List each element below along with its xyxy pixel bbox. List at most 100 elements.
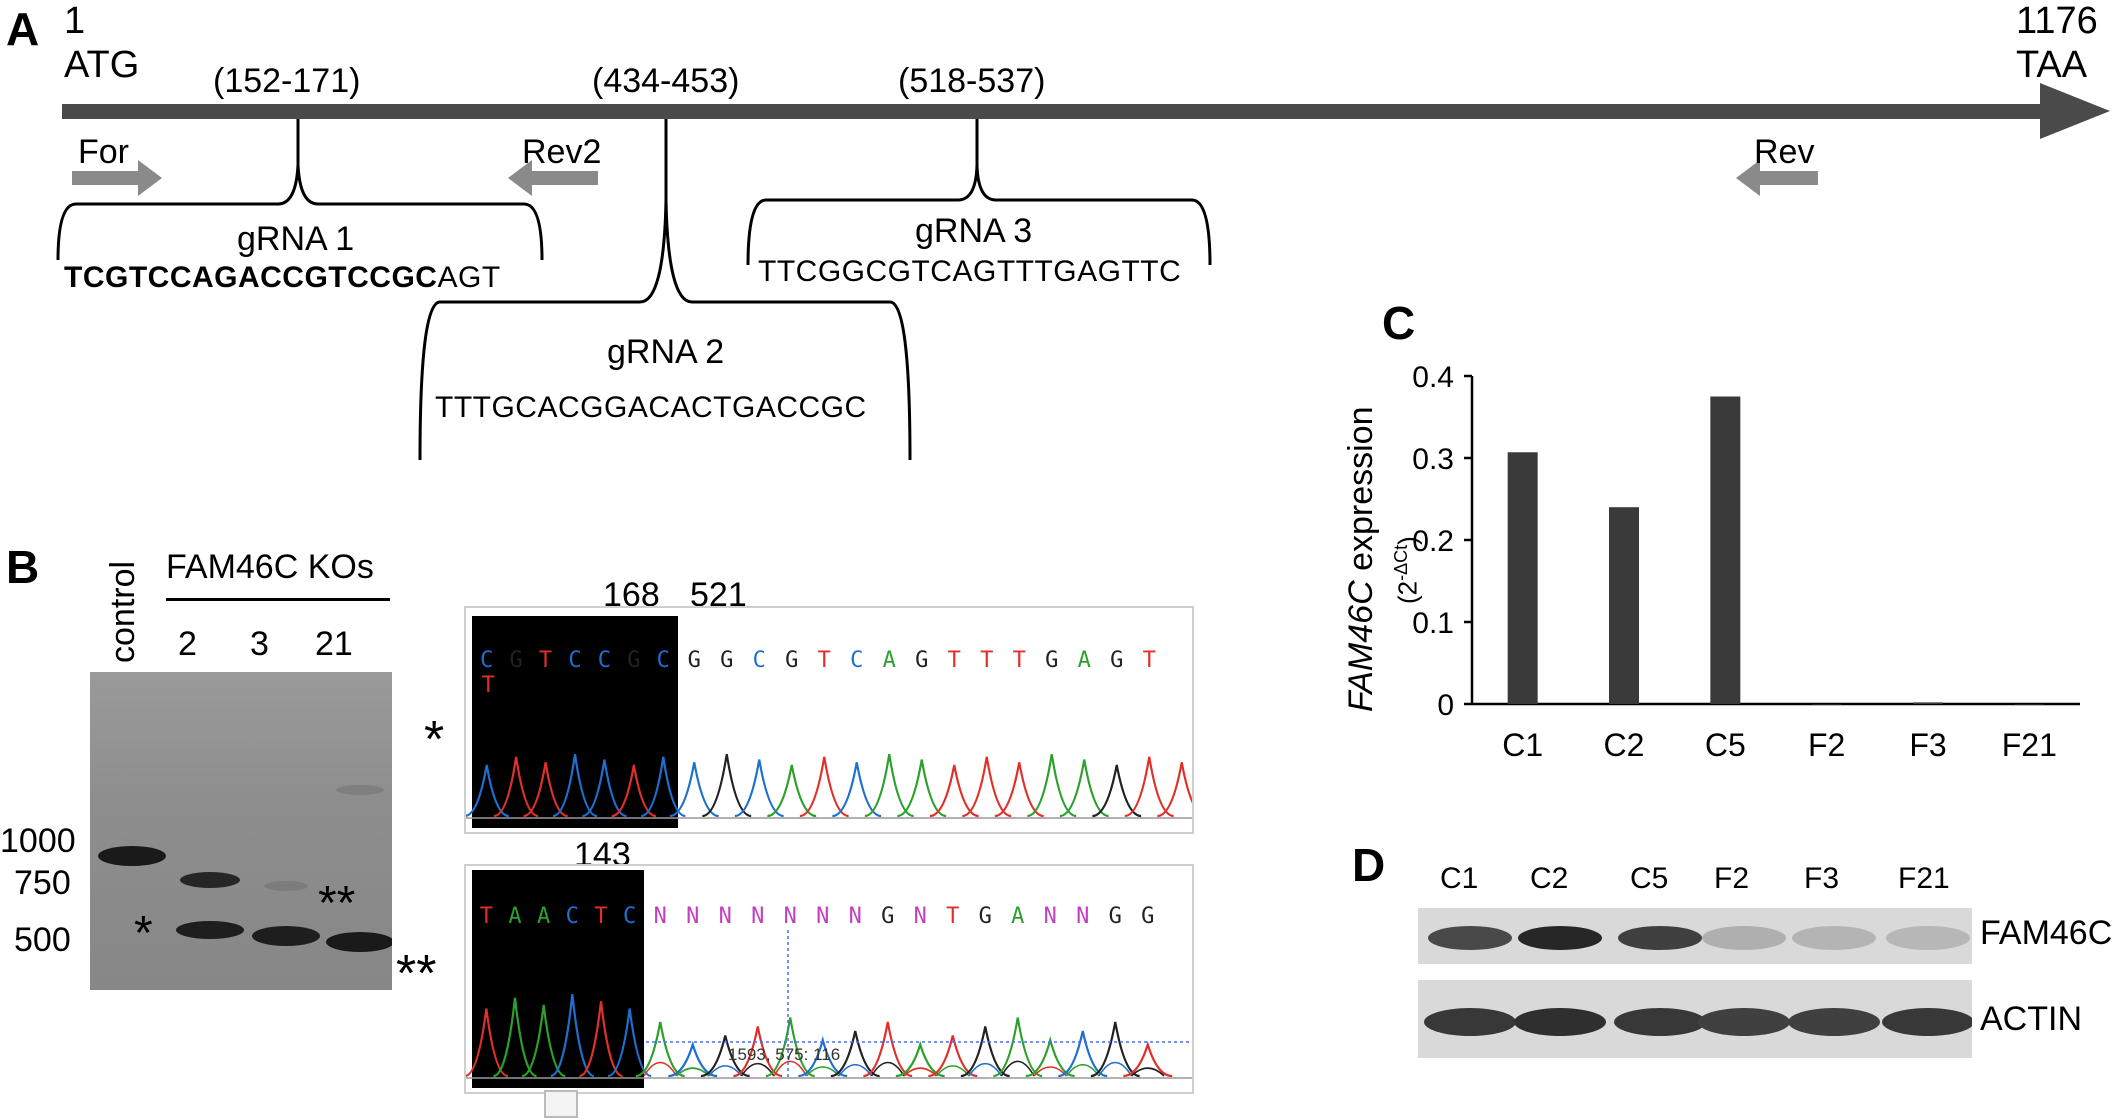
base-call: G bbox=[978, 904, 992, 929]
base-call: G bbox=[881, 904, 895, 929]
gel-star-lane21: ** bbox=[318, 877, 356, 930]
primer-for-arrow bbox=[72, 160, 162, 196]
ko-header-underline bbox=[166, 598, 390, 601]
base-call: N bbox=[653, 904, 667, 929]
c-bar-c2 bbox=[1609, 507, 1639, 704]
grna2-sequence: TTTGCACGGACACTGACCGC bbox=[435, 391, 867, 424]
base-call: G bbox=[1108, 904, 1122, 929]
fam46c-band bbox=[1792, 926, 1876, 950]
chrom2-cursor-readout: 1593, 575: 116 bbox=[728, 1045, 841, 1064]
trace-secondary-peak bbox=[1098, 1061, 1133, 1077]
c-ylabel: FAM46C expression bbox=[1342, 407, 1380, 713]
ladder-1000: 1000 bbox=[0, 822, 76, 860]
trace-peak bbox=[493, 756, 539, 818]
c-x-tick-label: C2 bbox=[1604, 727, 1645, 763]
c-bar-c1 bbox=[1507, 452, 1538, 704]
actin-band bbox=[1882, 1008, 1972, 1036]
end-codon: TAA bbox=[2016, 44, 2088, 86]
fam46c-band bbox=[1428, 926, 1512, 950]
base-call: N bbox=[816, 904, 830, 929]
actin-band bbox=[1614, 1008, 1706, 1036]
trace-secondary-peak bbox=[1130, 1067, 1165, 1077]
trace-peak bbox=[1124, 756, 1174, 818]
trace-peak bbox=[702, 753, 752, 818]
trace-peak bbox=[734, 759, 784, 818]
base-call: T bbox=[980, 648, 994, 673]
grna3-label: gRNA 3 bbox=[915, 212, 1033, 250]
panel-label-d: D bbox=[1352, 839, 1386, 891]
c-x-tick-label: F3 bbox=[1909, 727, 1946, 763]
c-ylabel-unit-close: ) bbox=[1392, 536, 1423, 545]
base-call: A bbox=[882, 648, 896, 673]
lane-3-label: 3 bbox=[250, 625, 269, 663]
base-call: C bbox=[597, 648, 612, 673]
c-x-tick-label: F2 bbox=[1808, 727, 1845, 763]
blot-lane-c2: C2 bbox=[1530, 862, 1569, 895]
chrom2-scroll-handle[interactable] bbox=[544, 1090, 578, 1118]
base-call: N bbox=[913, 904, 927, 929]
blot2-bands bbox=[1424, 1008, 1972, 1036]
base-call: G bbox=[915, 648, 929, 673]
ladder-500: 500 bbox=[14, 921, 71, 959]
gel-band-lane3-faint bbox=[264, 881, 308, 891]
trace-peak bbox=[993, 1017, 1043, 1078]
lane-21-label: 21 bbox=[315, 625, 353, 663]
base-call: N bbox=[751, 904, 765, 929]
grna1-label: gRNA 1 bbox=[237, 220, 355, 258]
base-call: C bbox=[565, 904, 579, 929]
primer-rev-arrow bbox=[1736, 160, 1818, 196]
base-call: A bbox=[537, 904, 551, 929]
panel-label-a: A bbox=[6, 3, 40, 55]
grna1-sequence: TCGTCCAGACCGTCCGCAGT bbox=[64, 263, 501, 293]
start-codon: ATG bbox=[64, 44, 140, 86]
trace-peak bbox=[1027, 753, 1077, 818]
primer-rev-label: Rev bbox=[1754, 133, 1815, 171]
fam46c-band bbox=[1702, 926, 1786, 950]
base-call: G bbox=[687, 648, 701, 673]
c-ylabel-unit-sup: -ΔCt bbox=[1391, 544, 1411, 581]
grna1-seq-bold: TCGTCCAGACCGTCCGC bbox=[64, 261, 438, 294]
grna2-brace bbox=[418, 199, 912, 461]
c-ylabel-unit: (2-ΔCt) bbox=[1391, 536, 1423, 604]
c-bar-f3 bbox=[1913, 702, 1943, 704]
grna1-range: (152-171) bbox=[213, 62, 361, 100]
primer-rev2-arrow bbox=[508, 160, 598, 196]
primer-rev2-label: Rev2 bbox=[522, 133, 602, 171]
panel-label-b: B bbox=[6, 541, 40, 593]
start-position: 1 bbox=[64, 0, 86, 42]
trace-peak bbox=[579, 1001, 623, 1078]
gene-arrow-shaft bbox=[62, 104, 2052, 119]
base-call: N bbox=[783, 904, 797, 929]
base-call: T bbox=[1142, 648, 1156, 673]
trace-peak bbox=[640, 756, 686, 818]
chrom2-highlight bbox=[472, 870, 644, 1088]
grna2-range: (434-453) bbox=[592, 62, 740, 100]
base-call: T bbox=[946, 904, 960, 929]
trace-secondary-peak bbox=[968, 1062, 1003, 1077]
base-call: N bbox=[686, 904, 700, 929]
blot-lane-f3: F3 bbox=[1804, 862, 1840, 895]
blot-lane-c5: C5 bbox=[1630, 862, 1669, 895]
c-bar-f21 bbox=[2014, 704, 2045, 705]
chrom2-traces bbox=[466, 930, 1192, 1079]
c-x-tick-label: C1 bbox=[1502, 727, 1543, 763]
gene-diagram bbox=[56, 83, 2110, 461]
primer-for-label: For bbox=[78, 133, 129, 171]
trace-peak bbox=[799, 756, 849, 818]
base-call: T bbox=[538, 648, 553, 673]
trace-secondary-peak bbox=[1000, 1060, 1035, 1077]
c-y-tick-label: 0.1 bbox=[1412, 607, 1454, 640]
agarose-gel bbox=[90, 672, 392, 990]
base-call: C bbox=[622, 904, 637, 929]
lane-control-label: control bbox=[104, 560, 142, 663]
base-call: G bbox=[1141, 904, 1155, 929]
grna3-range: (518-537) bbox=[898, 62, 1046, 100]
trace-peak bbox=[635, 1021, 685, 1078]
actin-band bbox=[1514, 1008, 1606, 1036]
gel-band-lane21-faint bbox=[336, 785, 384, 795]
chrom1-traces bbox=[466, 753, 1192, 819]
trace-peak bbox=[765, 1017, 815, 1078]
